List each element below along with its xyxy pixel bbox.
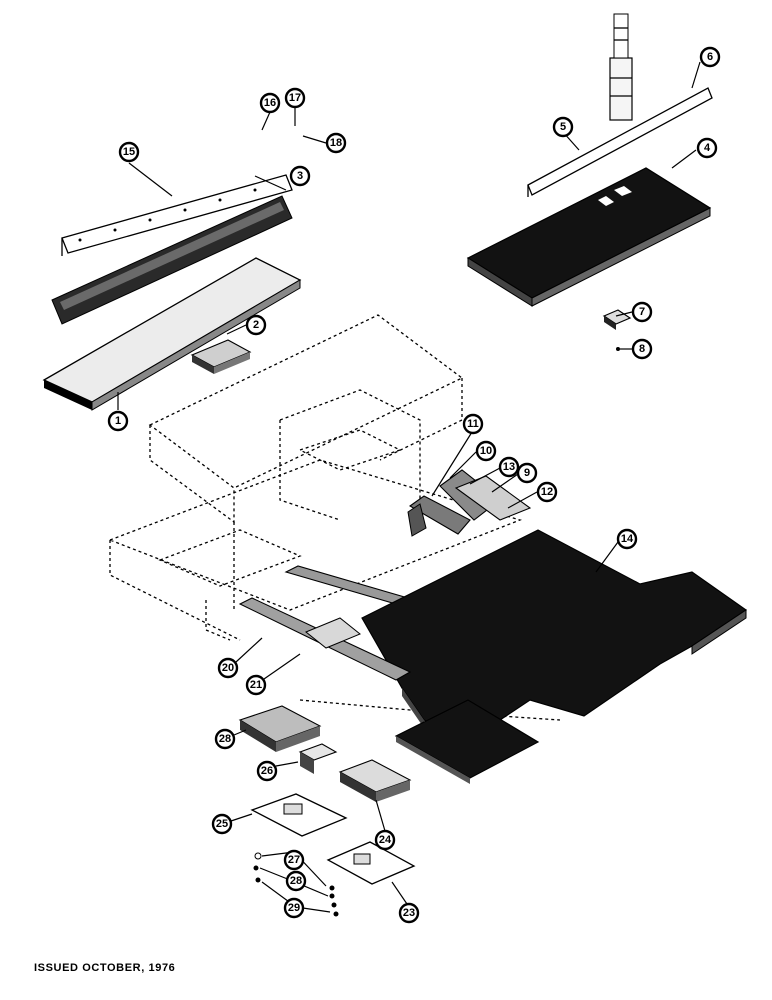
- svg-text:16: 16: [264, 97, 276, 109]
- callout-1: 1: [107, 410, 129, 432]
- svg-text:18: 18: [330, 137, 342, 149]
- svg-text:17: 17: [289, 92, 301, 104]
- svg-text:7: 7: [639, 306, 645, 318]
- svg-text:14: 14: [621, 533, 634, 545]
- part-12-13-rail: [454, 475, 532, 521]
- svg-text:1: 1: [115, 415, 121, 427]
- part-20-21-strips: [238, 597, 412, 681]
- callout-25: 26: [256, 760, 278, 782]
- callout-4: 4: [696, 137, 718, 159]
- callout-23: 24: [374, 829, 396, 851]
- svg-text:26: 26: [261, 765, 273, 777]
- cab-outline: [108, 314, 561, 721]
- callout-10: 10: [475, 440, 497, 462]
- callout-6: 6: [699, 46, 721, 68]
- leader-lines: [117, 61, 701, 913]
- svg-text:10: 10: [480, 445, 492, 457]
- part-2-block: [190, 339, 252, 374]
- shift-lever: [609, 13, 633, 121]
- callout-26: 28: [214, 728, 236, 750]
- callout-8: 8: [631, 338, 653, 360]
- callout-29: 29: [283, 897, 305, 919]
- part-14-front-flap: [394, 699, 540, 784]
- callout-3: 3: [289, 165, 311, 187]
- svg-text:4: 4: [704, 142, 711, 154]
- part-22-plate: [326, 841, 416, 885]
- callout-28: 28: [285, 870, 307, 892]
- svg-text:5: 5: [560, 121, 566, 133]
- callout-17: 17: [284, 87, 306, 109]
- svg-text:11: 11: [467, 418, 479, 430]
- callout-16: 16: [259, 92, 281, 114]
- svg-text:2: 2: [253, 319, 259, 331]
- part-4-floor-mat-upper: [466, 167, 712, 307]
- callout-7: 7: [631, 301, 653, 323]
- rear-rail: [284, 565, 410, 605]
- svg-text:27: 27: [288, 854, 300, 866]
- svg-text:13: 13: [503, 461, 515, 473]
- callout-15: 15: [118, 141, 140, 163]
- part-5-rail: [527, 87, 713, 197]
- part-25-clip: [298, 743, 338, 774]
- svg-text:25: 25: [216, 818, 228, 830]
- part-23-block: [338, 759, 412, 802]
- callout-14: 14: [616, 528, 638, 550]
- callout-2: 2: [245, 314, 267, 336]
- svg-text:28: 28: [219, 733, 231, 745]
- part-15-plate: [61, 174, 293, 256]
- callout-11: 11: [462, 413, 484, 435]
- part-7-clip: [602, 309, 632, 330]
- svg-text:23: 23: [403, 907, 415, 919]
- svg-text:21: 21: [250, 679, 262, 691]
- callout-22: 23: [398, 902, 420, 924]
- callout-18: 18: [325, 132, 347, 154]
- svg-text:3: 3: [297, 170, 303, 182]
- callout-9: 9: [516, 462, 538, 484]
- callout-13: 13: [498, 456, 520, 478]
- svg-text:24: 24: [379, 834, 392, 846]
- svg-text:6: 6: [707, 51, 713, 63]
- svg-text:29: 29: [288, 902, 300, 914]
- svg-text:12: 12: [541, 486, 553, 498]
- svg-text:28: 28: [290, 875, 302, 887]
- svg-text:15: 15: [123, 146, 135, 158]
- svg-text:8: 8: [639, 343, 645, 355]
- callout-24: 25: [211, 813, 233, 835]
- part-1-board: [42, 257, 302, 411]
- callout-27: 27: [283, 849, 305, 871]
- part-26-block: [238, 705, 322, 752]
- part-3-pad: [51, 195, 293, 325]
- part-14-floor-mat: [361, 529, 748, 741]
- callout-5: 5: [552, 116, 574, 138]
- part-8-screw: [616, 347, 620, 351]
- hardware-washers: [253, 852, 339, 917]
- svg-text:9: 9: [524, 467, 530, 479]
- callout-20: 20: [217, 657, 239, 679]
- callout-21: 21: [245, 674, 267, 696]
- issued-date: ISSUED OCTOBER, 1976: [34, 962, 176, 974]
- svg-text:20: 20: [222, 662, 234, 674]
- part-24-plate: [250, 793, 348, 837]
- callout-12: 12: [536, 481, 558, 503]
